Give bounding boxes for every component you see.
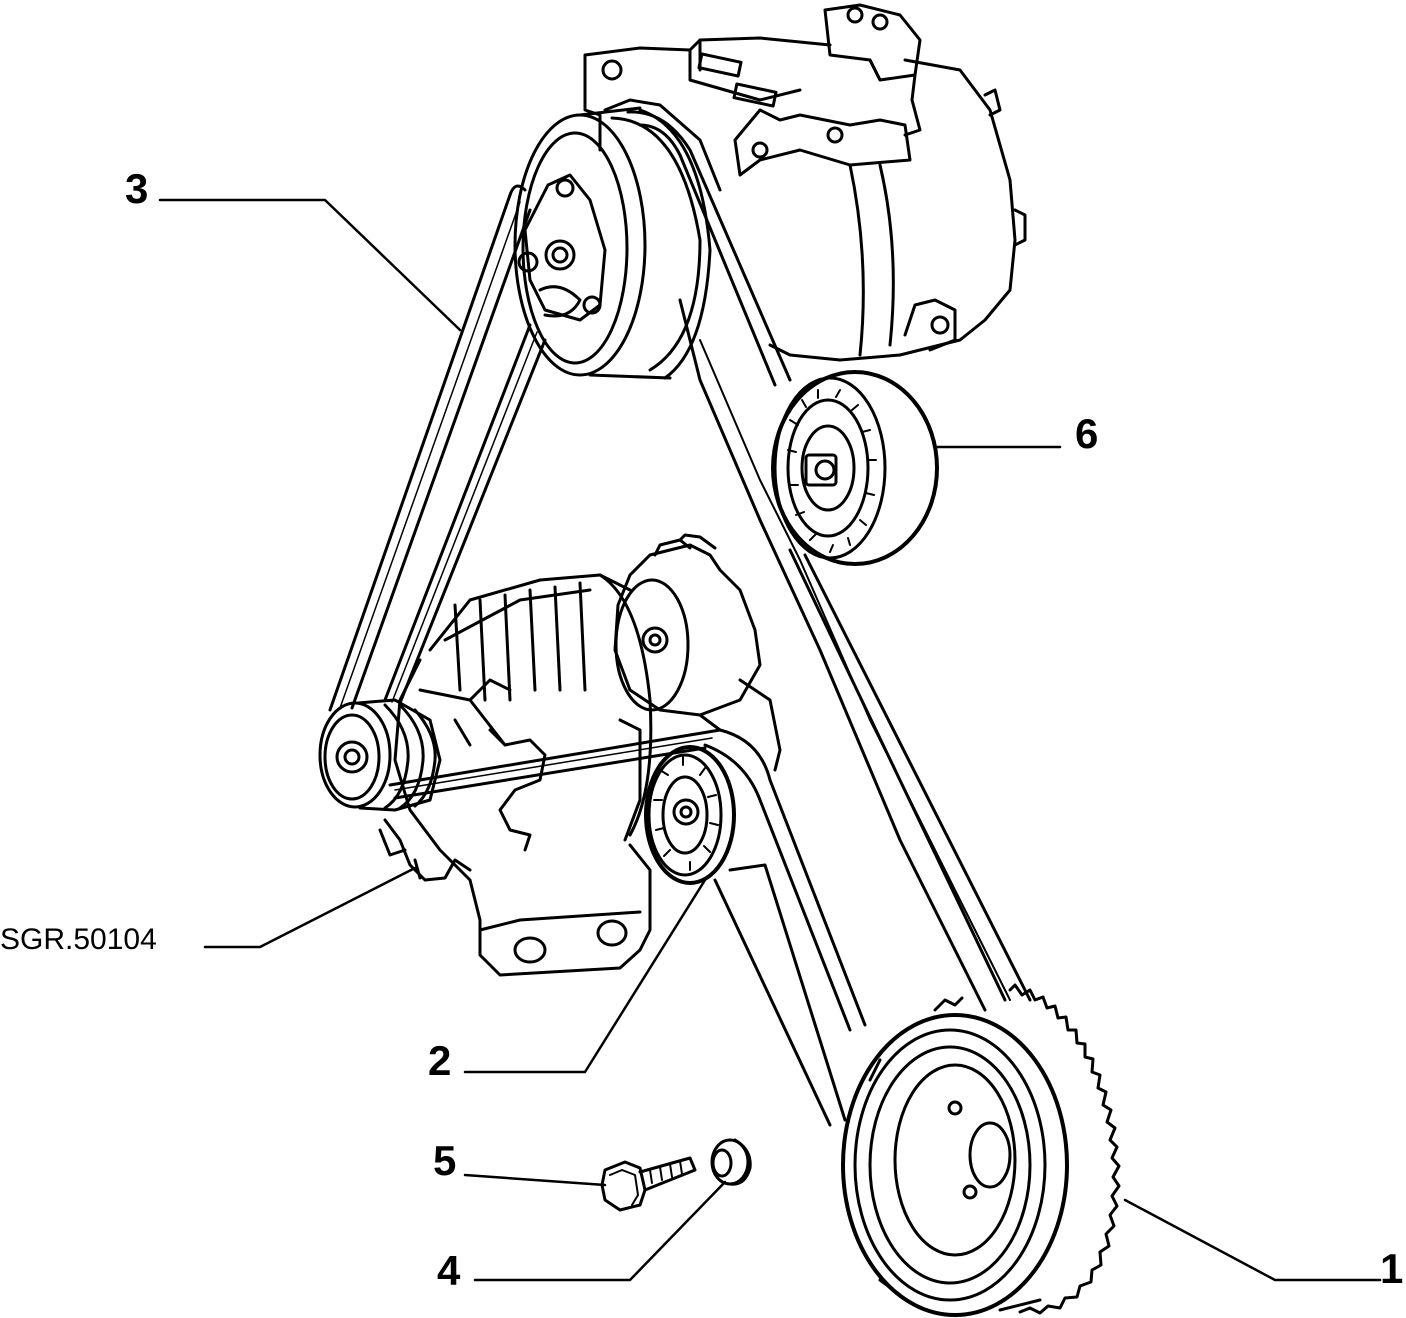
alternator <box>318 573 653 977</box>
bolt-5 <box>600 1156 697 1212</box>
reference-code: SGR.50104 <box>0 923 157 956</box>
washer-4 <box>710 1138 752 1186</box>
leader-1 <box>1123 1198 1382 1282</box>
callout-4: 4 <box>437 1247 461 1294</box>
idler-pulley-2 <box>644 745 736 885</box>
callout-6: 6 <box>1075 410 1099 457</box>
leader-2 <box>463 878 707 1074</box>
callout-2: 2 <box>428 1037 452 1084</box>
leader-3 <box>158 198 462 332</box>
belt-3 <box>328 184 547 712</box>
leader-lines <box>158 198 1382 1282</box>
auto-tensioner <box>613 533 782 772</box>
leader-4 <box>473 1180 727 1282</box>
ac-compressor <box>513 3 1027 380</box>
ribbed-belt <box>388 110 1032 1127</box>
idler-pulley-6 <box>771 370 939 566</box>
crankshaft-pulley-1 <box>841 983 1121 1317</box>
callout-1: 1 <box>1380 1245 1404 1292</box>
leader-ref <box>203 866 417 949</box>
leader-5 <box>463 1173 607 1187</box>
callout-3: 3 <box>125 165 149 212</box>
callout-5: 5 <box>433 1137 457 1184</box>
